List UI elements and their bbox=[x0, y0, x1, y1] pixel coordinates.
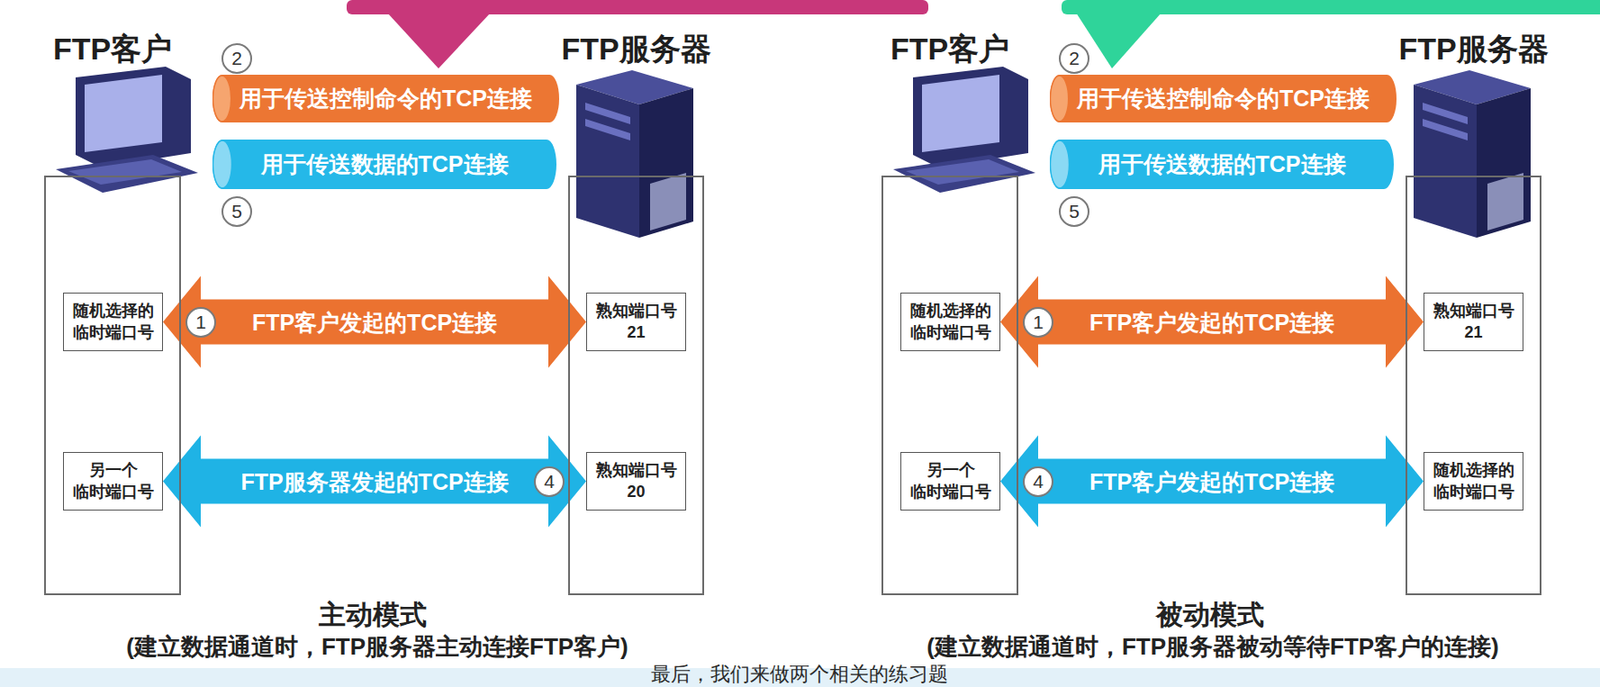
mode-title: 被动模式 bbox=[1156, 596, 1265, 634]
callout-number: 5 bbox=[221, 196, 253, 227]
callout-number: 2 bbox=[221, 43, 253, 74]
computer-icon bbox=[55, 66, 199, 193]
connection-band: 用于传送控制命令的TCP连接 bbox=[212, 74, 560, 123]
port-box: 另一个 临时端口号 bbox=[63, 451, 163, 511]
port-label: 熟知端口号 21 bbox=[1433, 300, 1515, 344]
server-side bbox=[1476, 88, 1531, 238]
connection-band: 用于传送数据的TCP连接 bbox=[1049, 139, 1394, 190]
callout-number: 1 bbox=[185, 307, 217, 338]
computer-base bbox=[55, 154, 199, 193]
connection-band: 用于传送控制命令的TCP连接 bbox=[1049, 74, 1397, 123]
connection-band: 用于传送数据的TCP连接 bbox=[212, 139, 557, 190]
connection-arrow bbox=[1000, 276, 1424, 369]
port-label: 随机选择的 临时端口号 bbox=[1433, 460, 1515, 503]
band-end bbox=[213, 75, 232, 122]
band-label: 用于传送数据的TCP连接 bbox=[1098, 149, 1347, 180]
callout-number: 5 bbox=[1058, 196, 1090, 227]
client-column: FTP客户随机选择的 临时端口号另一个 临时端口号 bbox=[44, 175, 181, 596]
drive-slot bbox=[585, 102, 631, 125]
computer-icon bbox=[893, 66, 1036, 193]
port-label: 熟知端口号 21 bbox=[596, 300, 678, 344]
band-label: 用于传送控制命令的TCP连接 bbox=[239, 83, 533, 114]
connection-arrow bbox=[162, 276, 587, 369]
video-subtitle: 最后，我们来做两个相关的练习题 bbox=[650, 660, 949, 687]
monitor-screen bbox=[922, 74, 1000, 153]
client-column: FTP客户随机选择的 临时端口号另一个 临时端口号 bbox=[881, 175, 1019, 596]
side-panel bbox=[1487, 172, 1524, 231]
port-box: 熟知端口号 21 bbox=[1423, 292, 1524, 352]
banner-pointer bbox=[387, 12, 491, 69]
server-column: FTP服务器熟知端口号 21熟知端口号 20 bbox=[568, 175, 705, 596]
server-icon bbox=[1413, 70, 1531, 238]
monitor-body bbox=[75, 66, 191, 168]
band-label: 用于传送数据的TCP连接 bbox=[261, 149, 509, 180]
keyboard bbox=[905, 159, 1020, 185]
port-label: 随机选择的 临时端口号 bbox=[72, 300, 154, 344]
banner-bar bbox=[346, 0, 929, 15]
band-body bbox=[212, 139, 557, 190]
band-end bbox=[213, 140, 233, 189]
port-label: 随机选择的 临时端口号 bbox=[910, 300, 992, 344]
callout-number: 4 bbox=[533, 466, 565, 498]
mode-caption: (建立数据通道时，FTP服务器被动等待FTP客户的连接) bbox=[926, 631, 1500, 663]
mode-title: 主动模式 bbox=[318, 596, 427, 634]
port-label: 另一个 临时端口号 bbox=[72, 460, 154, 503]
server-column: FTP服务器熟知端口号 21随机选择的 临时端口号 bbox=[1405, 175, 1542, 596]
connection-arrow bbox=[162, 435, 587, 528]
column-heading: FTP客户 bbox=[53, 28, 172, 71]
drive-slot bbox=[1422, 118, 1468, 141]
band-end bbox=[1050, 75, 1069, 122]
server-front bbox=[576, 84, 640, 238]
arrow-label: FTP客户发起的TCP连接 bbox=[252, 307, 498, 337]
server-front bbox=[1413, 84, 1477, 238]
band-body bbox=[212, 74, 560, 123]
callout-number: 2 bbox=[1058, 43, 1090, 74]
band-body bbox=[1049, 74, 1397, 123]
monitor-screen bbox=[84, 74, 163, 153]
band-body bbox=[1049, 139, 1394, 190]
column-heading: FTP客户 bbox=[890, 28, 1010, 71]
server-icon bbox=[576, 70, 694, 238]
port-box: 随机选择的 临时端口号 bbox=[900, 292, 1001, 352]
port-label: 熟知端口号 20 bbox=[596, 460, 678, 503]
monitor-body bbox=[912, 66, 1029, 168]
arrow-label: FTP服务器发起的TCP连接 bbox=[240, 466, 508, 497]
side-panel bbox=[650, 172, 687, 231]
computer-base bbox=[893, 154, 1036, 193]
mode-caption: (建立数据通道时，FTP服务器主动连接FTP客户) bbox=[126, 631, 629, 663]
port-box: 熟知端口号 20 bbox=[586, 451, 687, 511]
port-label: 另一个 临时端口号 bbox=[910, 460, 992, 503]
column-heading: FTP服务器 bbox=[1398, 28, 1548, 71]
band-end bbox=[1050, 140, 1070, 189]
callout-number: 1 bbox=[1022, 307, 1054, 338]
port-box: 随机选择的 临时端口号 bbox=[63, 292, 163, 352]
keyboard bbox=[68, 159, 182, 185]
arrow-label: FTP客户发起的TCP连接 bbox=[1089, 307, 1335, 337]
server-side bbox=[639, 88, 694, 238]
band-label: 用于传送控制命令的TCP连接 bbox=[1076, 83, 1370, 114]
banner-bar bbox=[1061, 0, 1600, 15]
port-box: 另一个 临时端口号 bbox=[900, 451, 1001, 511]
callout-number: 4 bbox=[1022, 466, 1054, 498]
port-box: 随机选择的 临时端口号 bbox=[1423, 451, 1524, 511]
drive-slot bbox=[585, 118, 631, 141]
arrow-label: FTP客户发起的TCP连接 bbox=[1089, 466, 1335, 497]
drive-slot bbox=[1422, 102, 1468, 125]
port-box: 熟知端口号 21 bbox=[586, 292, 687, 352]
connection-arrow bbox=[1000, 435, 1424, 528]
column-heading: FTP服务器 bbox=[560, 28, 711, 71]
